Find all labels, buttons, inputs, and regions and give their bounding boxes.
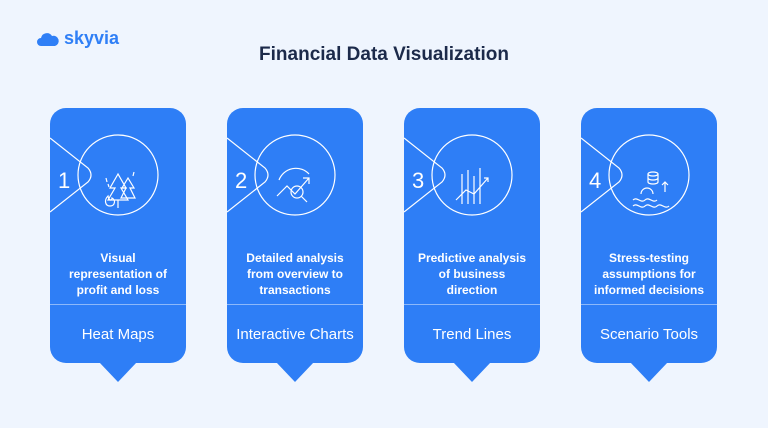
card-description: Stress-testing assumptions for informed … xyxy=(593,251,705,297)
pointer-arrow xyxy=(453,362,491,382)
cloud-icon xyxy=(37,32,59,46)
card-label: Interactive Charts xyxy=(236,326,354,343)
divider xyxy=(227,304,363,305)
divider xyxy=(404,304,540,305)
divider xyxy=(50,304,186,305)
skyvia-logo: skyvia xyxy=(36,28,119,49)
step-number: 4 xyxy=(589,168,602,193)
card-label: Heat Maps xyxy=(81,326,155,343)
card-3: 3 Predictive analysis of business direct… xyxy=(404,108,540,382)
pointer-arrow xyxy=(276,362,314,382)
divider xyxy=(581,304,717,305)
card-description: Predictive analysis of business directio… xyxy=(417,251,527,297)
database-scenario-icon xyxy=(581,134,690,216)
step-number: 3 xyxy=(412,168,425,193)
card-description: Visual representation of profit and loss xyxy=(68,251,167,297)
card-label: Scenario Tools xyxy=(599,326,699,343)
chart-magnifier-icon xyxy=(227,134,336,216)
card-1: 1 Visual representation of profit and lo… xyxy=(50,108,186,382)
page-title: Financial Data Visualization xyxy=(259,44,509,65)
card-4: 4 Stress-testing assumptions for informe… xyxy=(581,108,717,382)
trees-fire-icon xyxy=(50,134,159,216)
card-description: Detailed analysis from overview to trans… xyxy=(246,251,344,297)
card-2: 2 Detailed analysis from overview to tra… xyxy=(227,108,363,382)
card-label: Trend Lines xyxy=(432,326,512,343)
pointer-arrow xyxy=(99,362,137,382)
step-number: 2 xyxy=(235,168,248,193)
step-number: 1 xyxy=(58,168,71,193)
trend-lines-icon xyxy=(404,134,513,216)
pointer-arrow xyxy=(630,362,668,382)
brand-name: skyvia xyxy=(64,28,120,48)
